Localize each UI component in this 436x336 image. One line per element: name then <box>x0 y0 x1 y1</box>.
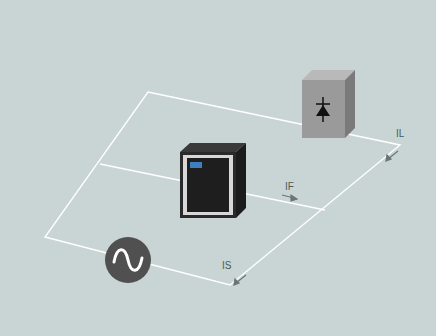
filter-cabinet <box>180 143 246 218</box>
if-arrowhead <box>291 195 297 201</box>
ac-source <box>105 237 151 283</box>
is-arrowhead <box>234 279 239 285</box>
current-label: IS <box>222 261 231 271</box>
current-arrows <box>234 151 398 285</box>
current-label: IL <box>396 129 404 139</box>
il-arrowhead <box>386 155 391 161</box>
current-label: IF <box>285 182 294 192</box>
rectifier-box <box>302 70 355 138</box>
